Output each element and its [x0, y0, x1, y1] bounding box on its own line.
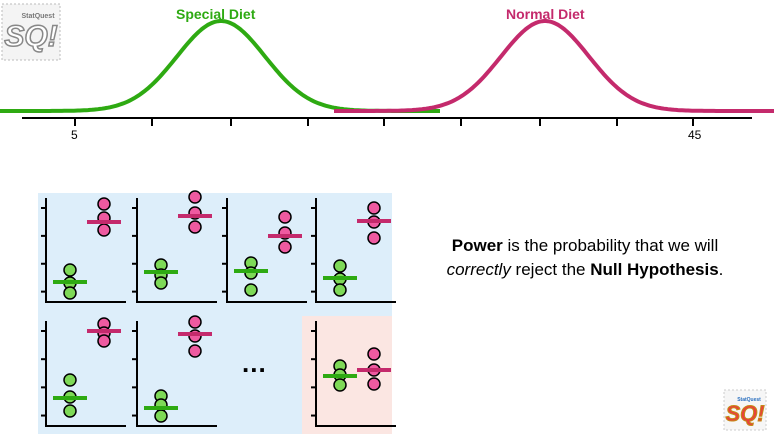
x-tick-label-45: 45 — [688, 128, 702, 142]
normal-diet-point — [188, 315, 202, 329]
normal-diet-point — [278, 210, 292, 224]
more-experiments-ellipsis: ... — [242, 348, 267, 378]
normal-diet-point — [188, 344, 202, 358]
special-diet-point — [154, 409, 168, 423]
x-axis-ticks — [74, 118, 694, 126]
explanation-part2: reject the — [510, 260, 591, 279]
experiment-panel — [41, 317, 126, 427]
normal-diet-point — [367, 231, 381, 245]
explanation-part1: is the probability that we will — [502, 236, 719, 255]
experiment-panel — [132, 315, 217, 427]
normal-diet-point — [367, 201, 381, 215]
special-diet-label: Special Diet — [176, 6, 256, 22]
panel-axes — [226, 198, 307, 303]
svg-text:StatQuest: StatQuest — [737, 397, 761, 403]
special-diet-curve — [0, 19, 440, 113]
special-diet-point — [63, 404, 77, 418]
correctly-word: correctly — [446, 260, 511, 279]
experiment-panel — [222, 198, 307, 303]
normal-diet-point — [188, 220, 202, 234]
panel-axes — [136, 198, 217, 303]
x-tick-label-5: 5 — [71, 128, 78, 142]
normal-diet-point — [97, 223, 111, 237]
special-diet-point — [333, 259, 347, 273]
experiment-panel — [132, 190, 217, 303]
statquest-logo-bottom: SQ! StatQuest — [723, 389, 767, 431]
normal-diet-point — [97, 197, 111, 211]
special-diet-point — [63, 286, 77, 300]
svg-text:StatQuest: StatQuest — [21, 13, 55, 20]
experiment-panels — [38, 190, 396, 434]
special-diet-point — [154, 276, 168, 290]
experiment-panel — [311, 321, 396, 427]
explanation-end: . — [718, 260, 724, 279]
experiment-panel — [311, 198, 396, 303]
special-diet-point — [333, 283, 347, 297]
special-diet-point — [244, 283, 258, 297]
null-hypothesis-term: Null Hypothesis — [590, 260, 719, 279]
svg-text:SQ!: SQ! — [4, 20, 57, 53]
special-diet-point — [333, 378, 347, 392]
special-diet-point — [63, 373, 77, 387]
power-word: Power — [451, 236, 503, 255]
panel-axes — [315, 321, 396, 427]
normal-diet-point — [97, 334, 111, 348]
panel-axes — [136, 321, 217, 427]
normal-diet-point — [367, 377, 381, 391]
panel-axes — [45, 321, 126, 427]
statquest-logo-top: SQ! StatQuest — [1, 3, 61, 61]
experiment-panel — [41, 197, 126, 303]
normal-diet-curve — [334, 19, 774, 113]
normal-diet-point — [278, 240, 292, 254]
special-diet-point — [63, 263, 77, 277]
panel-axes — [315, 198, 396, 303]
panel-axes — [45, 198, 126, 303]
normal-diet-point — [188, 190, 202, 204]
power-explanation: Power is the probability that we will co… — [440, 234, 730, 282]
normal-diet-point — [367, 347, 381, 361]
svg-text:SQ!: SQ! — [725, 401, 764, 426]
normal-diet-label: Normal Diet — [506, 6, 585, 22]
